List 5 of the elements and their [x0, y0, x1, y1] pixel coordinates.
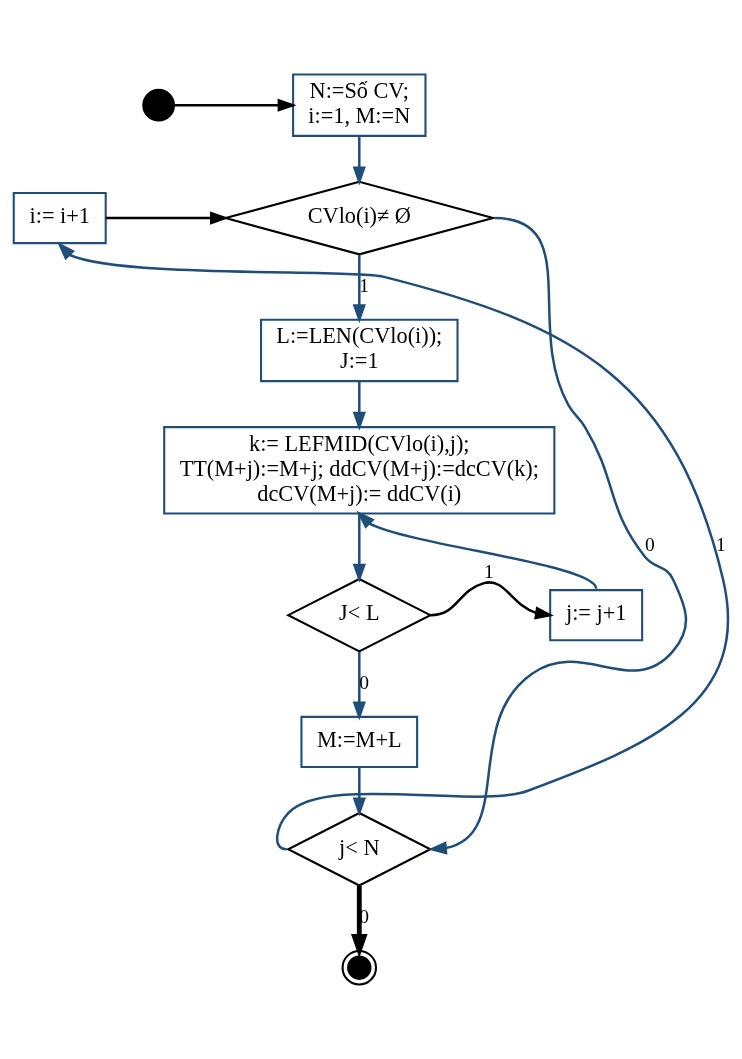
edge-label: 1: [715, 534, 726, 556]
edge-label: 0: [359, 672, 370, 694]
edge-label: 1: [359, 275, 370, 297]
edge-label: 0: [644, 534, 655, 556]
edge-label: 1: [483, 560, 494, 582]
